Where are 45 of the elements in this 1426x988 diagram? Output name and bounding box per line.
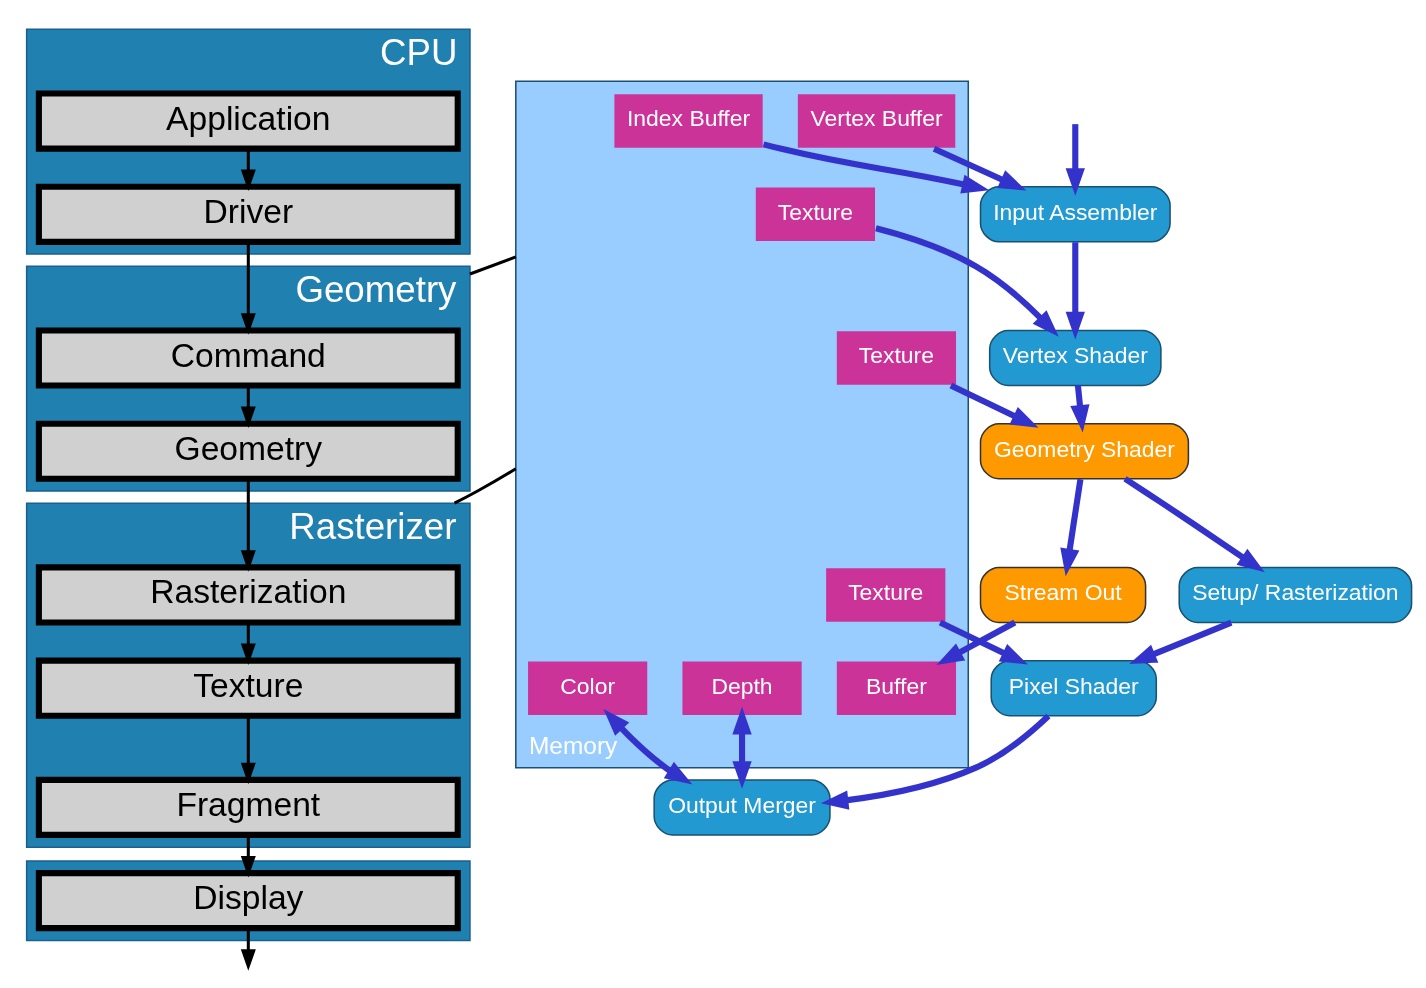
arrow bbox=[1065, 241, 1085, 339]
node-box: Geometry bbox=[35, 420, 461, 482]
node-box: Command bbox=[35, 326, 461, 389]
arrow bbox=[1070, 384, 1090, 433]
arrow bbox=[240, 478, 256, 572]
node-box: Texture bbox=[835, 329, 958, 386]
arrow bbox=[240, 148, 256, 191]
node-box: Stream Out bbox=[979, 566, 1147, 623]
node-box: Color bbox=[526, 659, 649, 716]
arrow bbox=[820, 713, 1051, 810]
arrow bbox=[762, 140, 990, 194]
node-box: Setup/ Rasterization bbox=[1178, 566, 1413, 623]
connector bbox=[469, 254, 517, 275]
cluster bbox=[25, 859, 471, 941]
node-box: Index Buffer bbox=[612, 92, 765, 149]
arrow bbox=[1123, 475, 1265, 572]
arrow bbox=[1060, 478, 1084, 576]
arrow bbox=[240, 715, 256, 784]
arrow bbox=[732, 706, 752, 789]
arrow bbox=[949, 382, 1039, 428]
node-box: Pixel Shader bbox=[990, 659, 1158, 716]
node-box: Depth bbox=[680, 659, 804, 716]
arrow bbox=[603, 708, 693, 784]
node-box: Texture bbox=[35, 657, 461, 719]
connector bbox=[453, 466, 517, 505]
node-box: Texture bbox=[754, 185, 877, 243]
node-box: Rasterization bbox=[35, 563, 461, 625]
node-box: Vertex Buffer bbox=[796, 92, 957, 149]
node-box: Fragment bbox=[35, 776, 461, 838]
arrow bbox=[932, 145, 1027, 191]
node-box: Geometry Shader bbox=[979, 422, 1190, 480]
arrow bbox=[875, 224, 1059, 337]
node-box: Vertex Shader bbox=[988, 329, 1162, 386]
arrow bbox=[1065, 123, 1085, 196]
node-box: Application bbox=[35, 90, 461, 152]
node-box: Display bbox=[35, 869, 461, 931]
node-box: Texture bbox=[824, 566, 947, 623]
node-box: Buffer bbox=[835, 659, 958, 716]
node-box: Output Merger bbox=[653, 778, 831, 836]
arrow bbox=[240, 385, 256, 428]
arrow bbox=[240, 928, 256, 971]
node-box: Input Assembler bbox=[979, 185, 1171, 243]
node-box: Driver bbox=[35, 183, 461, 245]
arrow bbox=[240, 622, 256, 665]
arrow bbox=[1129, 619, 1233, 664]
